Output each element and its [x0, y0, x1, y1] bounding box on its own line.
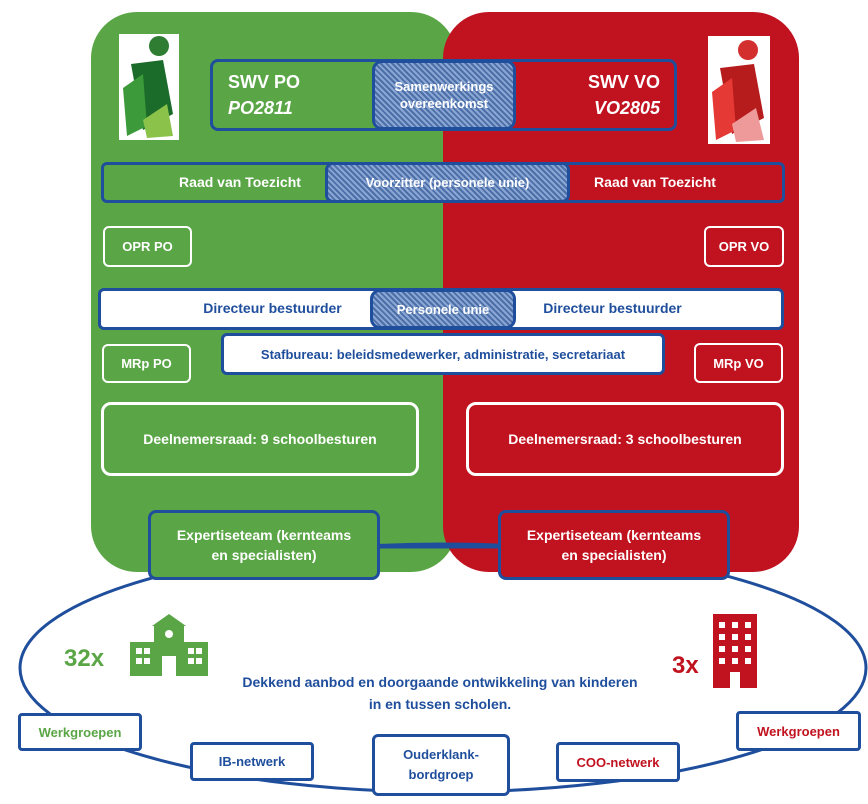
- swv-vo-title: SWV VO: [587, 72, 660, 92]
- directeur-left-label: Directeur bestuurder: [203, 300, 342, 316]
- expertiseteam-vo-box: Expertiseteam (kernteams en specialisten…: [498, 510, 730, 580]
- werkgroepen-vo-label: Werkgroepen: [757, 723, 840, 739]
- mrp-po-label: MRp PO: [121, 356, 172, 371]
- expertiseteam-po-line2: en specialisten): [211, 547, 317, 563]
- deelnemersraad-vo-label: Deelnemersraad: 3 schoolbesturen: [508, 431, 742, 447]
- samenwerking-line1: Samenwerkings: [394, 79, 494, 94]
- voorzitter-box: Voorzitter (personele unie): [325, 162, 570, 203]
- po-logo: [119, 34, 179, 140]
- coo-netwerk-box: COO-netwerk: [556, 742, 680, 782]
- werkgroepen-po-box: Werkgroepen: [18, 713, 142, 751]
- raad-left-label: Raad van Toezicht: [179, 174, 301, 190]
- school-building-icon: [126, 612, 212, 678]
- center-text-line1: Dekkend aanbod en doorgaande ontwikkelin…: [242, 674, 638, 690]
- directeur-right-label: Directeur bestuurder: [543, 300, 682, 316]
- coo-netwerk-label: COO-netwerk: [576, 754, 660, 770]
- samenwerking-line2: overeenkomst: [399, 96, 489, 111]
- raad-right-label: Raad van Toezicht: [594, 174, 716, 190]
- stafbureau-box: Stafbureau: beleidsmedewerker, administr…: [221, 333, 665, 375]
- deelnemersraad-vo-box: Deelnemersraad: 3 schoolbesturen: [466, 402, 784, 476]
- expertiseteam-po-box: Expertiseteam (kernteams en specialisten…: [148, 510, 380, 580]
- samenwerkingsovereenkomst-box: Samenwerkings overeenkomst: [372, 60, 516, 130]
- expertiseteam-vo-line2: en specialisten): [561, 547, 667, 563]
- center-text: Dekkend aanbod en doorgaande ontwikkelin…: [220, 671, 660, 715]
- voorzitter-label: Voorzitter (personele unie): [365, 175, 530, 190]
- expertiseteam-vo-line1: Expertiseteam (kernteams: [526, 527, 702, 543]
- personele-unie-box: Personele unie: [370, 289, 516, 329]
- werkgroepen-vo-box: Werkgroepen: [736, 711, 861, 751]
- vo-count: 3x: [672, 652, 699, 679]
- opr-po-label: OPR PO: [122, 239, 173, 254]
- ouderklankbordgroep-box: Ouderklank- bordgroep: [372, 734, 510, 796]
- po-count: 32x: [64, 645, 105, 672]
- ib-netwerk-box: IB-netwerk: [190, 742, 314, 781]
- swv-vo-code: VO2805: [593, 98, 660, 118]
- mrp-vo-label: MRp VO: [713, 355, 764, 371]
- center-text-line2: in en tussen scholen.: [368, 696, 512, 712]
- opr-po-box: OPR PO: [103, 226, 192, 267]
- deelnemersraad-po-box: Deelnemersraad: 9 schoolbesturen: [101, 402, 419, 476]
- mrp-po-box: MRp PO: [102, 344, 191, 383]
- deelnemersraad-po-label: Deelnemersraad: 9 schoolbesturen: [143, 431, 377, 447]
- ib-netwerk-label: IB-netwerk: [218, 754, 286, 769]
- office-building-icon: [713, 614, 757, 688]
- swv-po-code: PO2811: [228, 98, 293, 118]
- ouderklankbordgroep-line1: Ouderklank-: [403, 747, 479, 762]
- mrp-vo-box: MRp VO: [694, 343, 783, 383]
- opr-vo-box: OPR VO: [704, 226, 784, 267]
- werkgroepen-po-label: Werkgroepen: [38, 724, 122, 740]
- ouderklankbordgroep-line2: bordgroep: [408, 767, 474, 782]
- personele-unie-label: Personele unie: [396, 301, 490, 317]
- expertiseteam-po-line1: Expertiseteam (kernteams: [176, 527, 352, 543]
- swv-po-title: SWV PO: [228, 72, 301, 92]
- opr-vo-label: OPR VO: [718, 239, 770, 254]
- stafbureau-label: Stafbureau: beleidsmedewerker, administr…: [260, 346, 626, 362]
- vo-logo: [708, 36, 770, 144]
